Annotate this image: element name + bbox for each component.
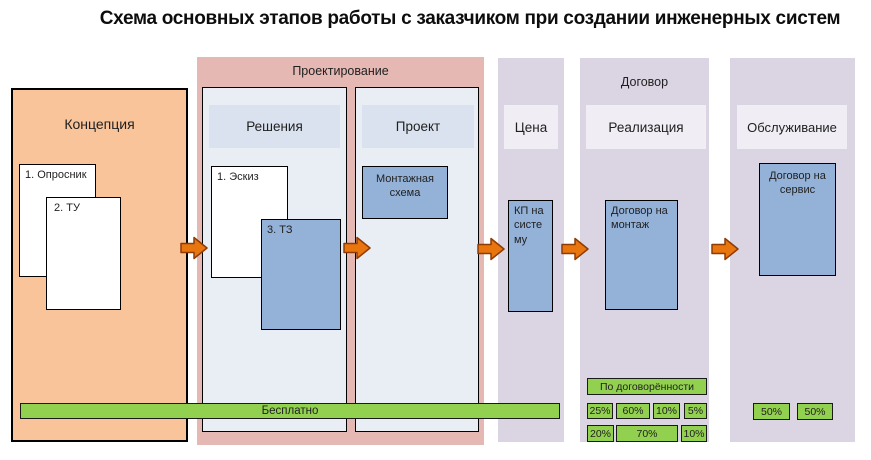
tu-paper: 2. ТУ [46, 197, 121, 310]
percent-badge: 10% [681, 425, 707, 442]
price-stage: Цена КП на систе му [498, 58, 564, 442]
page-title: Схема основных этапов работы с заказчико… [99, 8, 841, 29]
percent-badge: 50% [753, 403, 790, 420]
percent-badge: 50% [797, 403, 833, 420]
service-header: Обслуживание [737, 105, 847, 149]
percent-badge: 70% [616, 425, 678, 442]
free-banner: Бесплатно [20, 403, 560, 419]
contract-stage: Договор Реализация Договор на монтаж По … [580, 58, 709, 442]
concept-stage: Концепция 1. Опросник 2. ТУ [11, 88, 188, 442]
realization-header: Реализация [586, 105, 706, 149]
arrow-right-icon [180, 236, 208, 260]
arrow-right-icon [477, 237, 505, 261]
service-contract-card: Договор на сервис [759, 163, 836, 276]
percent-badge: 20% [587, 425, 614, 442]
percent-badge: 10% [653, 403, 680, 419]
negotiated-badge: По договорённости [587, 378, 707, 395]
percent-badge: 5% [684, 403, 707, 419]
price-header: Цена [504, 105, 558, 149]
service-stage: Обслуживание Договор на сервис 50% 50% [730, 58, 855, 442]
design-stage-title: Проектирование [292, 64, 389, 78]
concept-stage-title: Концепция [64, 116, 135, 132]
tz-card: 3. ТЗ [261, 219, 341, 330]
percent-badge: 60% [616, 403, 650, 419]
arrow-right-icon [711, 237, 739, 261]
contract-montage-card: Договор на монтаж [605, 200, 678, 310]
design-stage: Проектирование Решения 1. Эскиз 3. ТЗ Пр… [197, 57, 484, 445]
arrow-right-icon [343, 236, 371, 260]
arrow-right-icon [561, 237, 589, 261]
contract-stage-title: Договор [620, 75, 669, 89]
solutions-header: Решения [209, 105, 340, 148]
kp-card: КП на систе му [508, 200, 553, 312]
solutions-column: Решения 1. Эскиз 3. ТЗ [202, 87, 347, 432]
project-header: Проект [362, 105, 474, 148]
montage-scheme-card: Монтажная схема [362, 166, 448, 219]
percent-badge: 25% [587, 403, 613, 419]
project-column: Проект Монтажная схема [355, 87, 479, 432]
